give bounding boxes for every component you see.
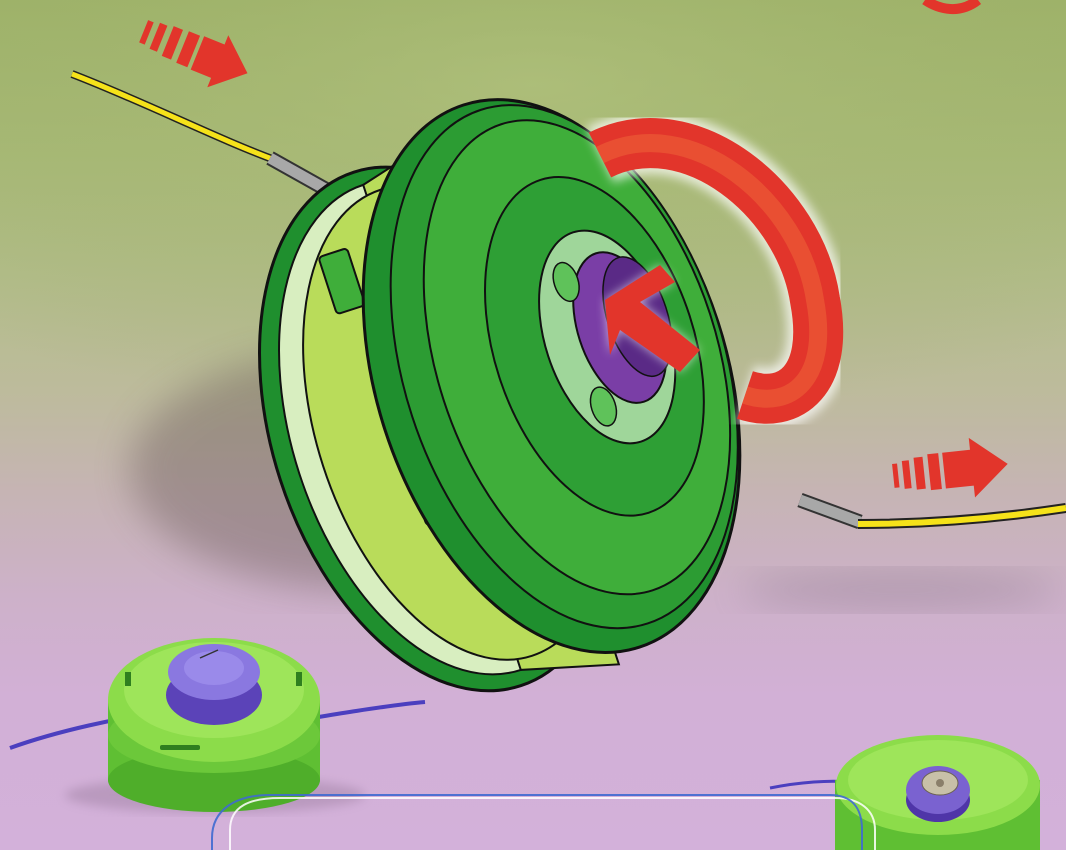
- spool-with-knob: [10, 638, 425, 813]
- feed-out-arrow-icon: [890, 434, 1011, 506]
- trimmer-line-right: [800, 500, 1066, 524]
- line-shadow: [740, 570, 1060, 610]
- spool-with-bump-cap: [770, 735, 1040, 850]
